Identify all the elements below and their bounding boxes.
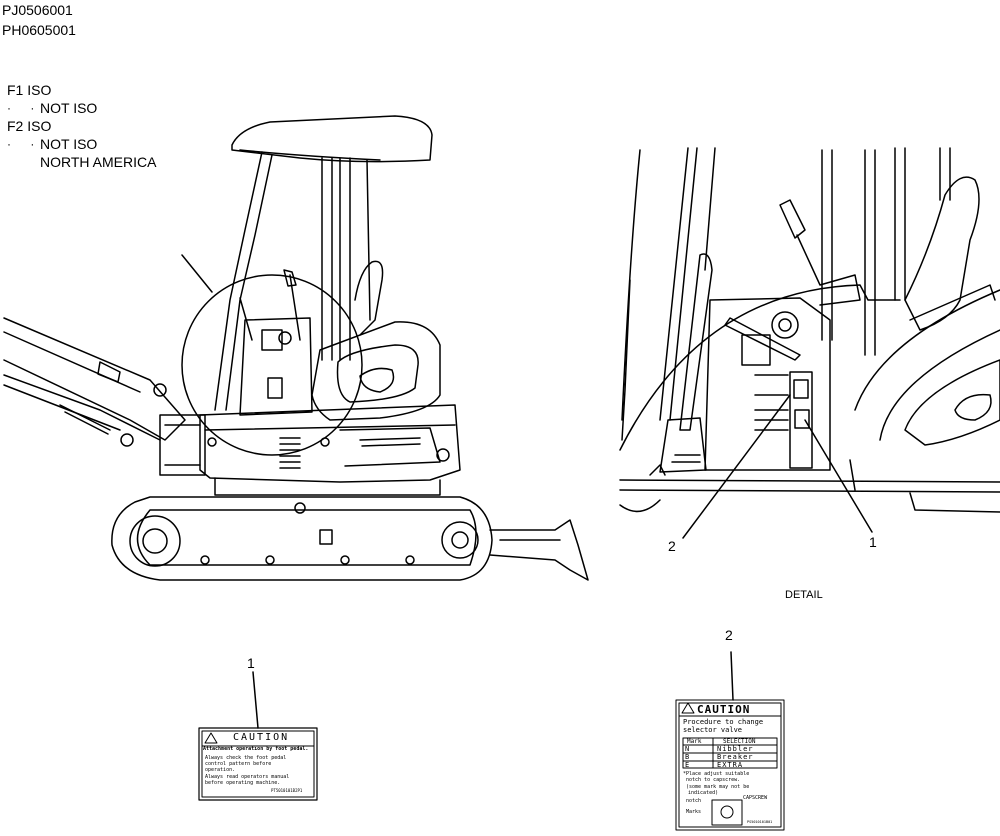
caution-label-1-line5: Always read operators manual xyxy=(205,774,290,780)
condition-dots-1: · · xyxy=(7,101,43,115)
caution-label-2-note2: notch to capscrew. xyxy=(686,777,741,783)
callout-2-label: 2 xyxy=(725,627,733,643)
condition-f1: F1 ISO xyxy=(7,82,52,98)
caution-label-1: CAUTION Attachment operation by foot ped… xyxy=(203,731,315,797)
callout-1-detail: 1 xyxy=(869,534,877,550)
detail-view xyxy=(619,147,1000,539)
part-code-2: PH0605001 xyxy=(2,22,76,38)
callout-1-label: 1 xyxy=(247,655,255,671)
caution-label-1-line6: before operating machine. xyxy=(205,780,281,786)
caution-label-2-title: CAUTION xyxy=(697,703,751,716)
part-code-1: PJ0506001 xyxy=(2,2,73,18)
row-mark-n: N xyxy=(685,745,690,753)
condition-f2-sub2: NORTH AMERICA xyxy=(40,154,157,170)
col-selection-header: SELECTION xyxy=(723,738,756,745)
row-mark-b: B xyxy=(685,753,690,761)
leader-line-2 xyxy=(730,651,734,701)
caution-label-1-frame xyxy=(198,727,318,801)
excavator-side-view xyxy=(3,115,589,581)
col-mark-header: Mark xyxy=(687,738,702,745)
condition-f2: F2 ISO xyxy=(7,118,52,134)
condition-f2-sub1: NOT ISO xyxy=(40,136,98,152)
caution-label-1-line2: Always check the foot pedal xyxy=(205,755,287,761)
caution-label-2-code: PS5010101B01 xyxy=(747,820,773,824)
row-selection-extra: EXTRA xyxy=(717,761,744,769)
caution-label-1-line4: operation. xyxy=(205,767,236,773)
caution-label-2-note3: (some mark may not be xyxy=(686,784,750,790)
callout-2-detail: 2 xyxy=(668,538,676,554)
caution-label-1-line1: Attachment operation by foot pedal. xyxy=(203,746,309,752)
row-selection-nibbler: Nibbler xyxy=(717,745,754,753)
condition-f1-sub: NOT ISO xyxy=(40,100,98,116)
caution-label-2: CAUTION Procedure to change selector val… xyxy=(679,703,781,827)
caution-label-2-line2: selector valve xyxy=(683,726,743,734)
caution-label-1-code: PT5010101B2P1 xyxy=(271,788,303,793)
caution-label-2-line1: Procedure to change xyxy=(683,718,764,726)
caution-label-2-frame xyxy=(675,699,785,831)
caution-label-1-title: CAUTION xyxy=(233,732,290,743)
caution-label-2-note1: *Place adjust suitable xyxy=(683,771,750,777)
capscrew-label: CAPSCREW xyxy=(743,795,768,801)
row-mark-e: E xyxy=(685,761,690,769)
detail-label: DETAIL xyxy=(785,589,823,601)
leader-line-1 xyxy=(252,671,259,729)
row-selection-breaker: Breaker xyxy=(717,753,754,761)
notch-label: notch xyxy=(686,798,702,804)
condition-dots-2: · · xyxy=(7,137,43,151)
marks-label: Marks xyxy=(686,809,702,815)
caution-label-2-note4: indicated) xyxy=(688,790,719,796)
caution-label-1-line3: control pattern before xyxy=(205,761,272,767)
